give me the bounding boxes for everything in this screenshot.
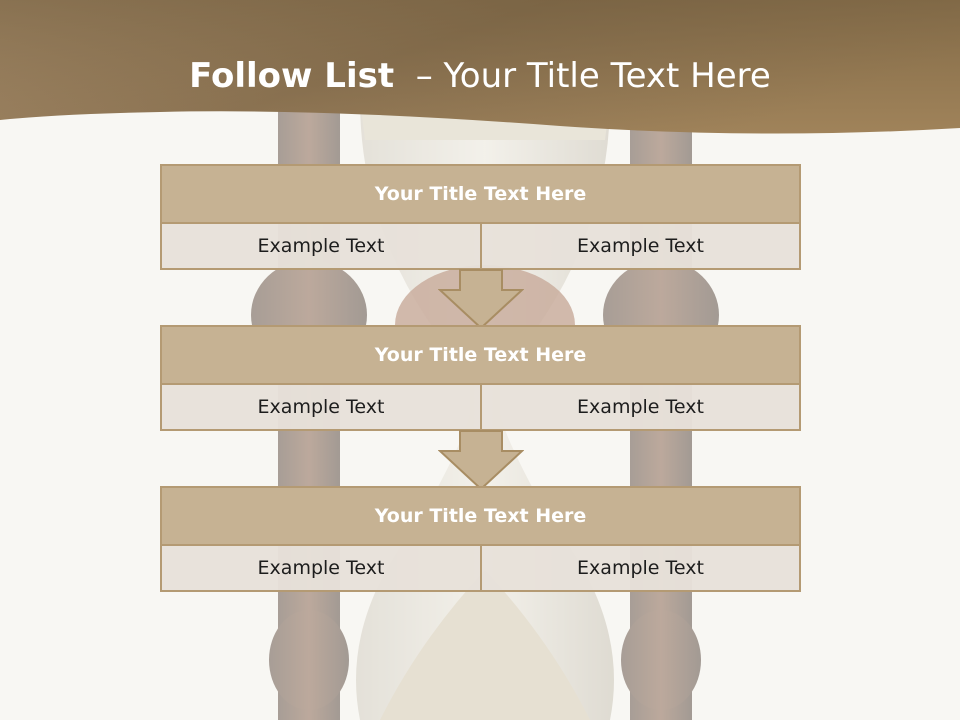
step-box-1: Your Title Text Here Example Text Exampl… (160, 164, 801, 270)
divider (162, 544, 799, 546)
step-cell-right: Example Text (482, 546, 799, 590)
divider (480, 385, 482, 429)
divider (162, 383, 799, 385)
step-box-3: Your Title Text Here Example Text Exampl… (160, 486, 801, 592)
step-title: Your Title Text Here (162, 166, 799, 222)
down-arrow-icon (438, 269, 524, 330)
slide-title: Follow List – Your Title Text Here (0, 48, 960, 104)
down-arrow-icon (438, 430, 524, 491)
divider (480, 224, 482, 268)
step-title: Your Title Text Here (162, 327, 799, 383)
step-cell-left: Example Text (162, 546, 480, 590)
divider (162, 222, 799, 224)
divider (480, 546, 482, 590)
step-cell-left: Example Text (162, 385, 480, 429)
step-cell-right: Example Text (482, 224, 799, 268)
step-title: Your Title Text Here (162, 488, 799, 544)
header-band (0, 0, 960, 134)
step-cell-left: Example Text (162, 224, 480, 268)
step-cell-right: Example Text (482, 385, 799, 429)
title-bold: Follow List (189, 56, 395, 96)
title-rest: – Your Title Text Here (415, 56, 771, 96)
step-box-2: Your Title Text Here Example Text Exampl… (160, 325, 801, 431)
